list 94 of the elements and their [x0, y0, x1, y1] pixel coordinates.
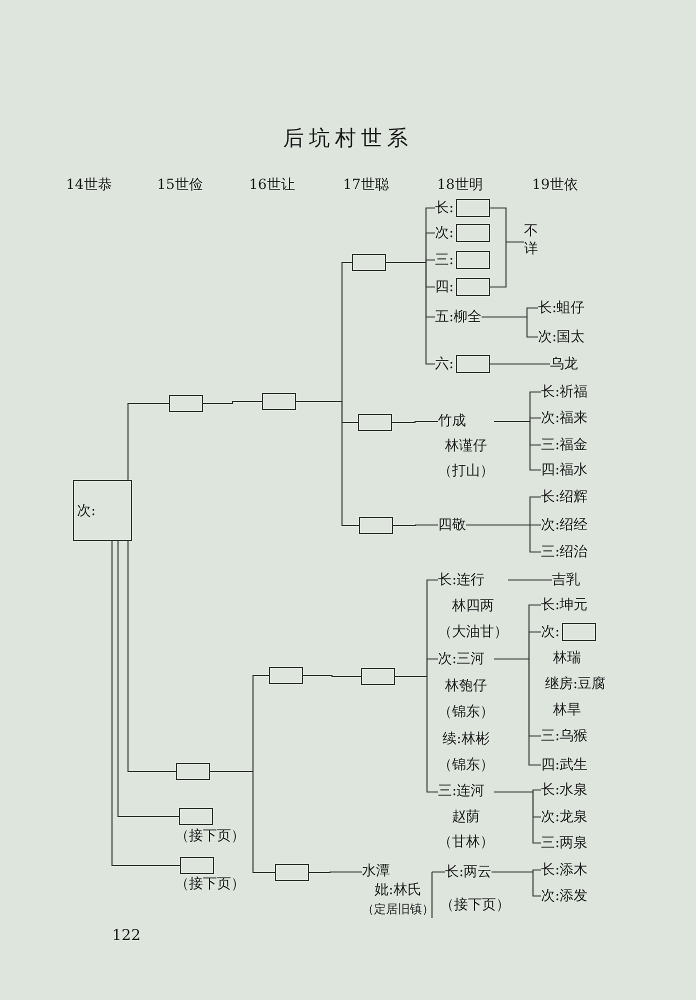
connector-line [466, 524, 541, 553]
connector-line [492, 871, 541, 897]
person-box: 次: [73, 480, 132, 541]
connector-line [309, 871, 362, 874]
person-name: 乌龙 [550, 354, 578, 374]
empty-name-box [262, 393, 296, 410]
note-text: 林瑞 [553, 649, 581, 668]
person-name: （锦东） [438, 703, 494, 722]
generation-label: 四: [435, 278, 454, 297]
connector-line [111, 541, 180, 866]
connector-line [392, 420, 438, 424]
connector-line [490, 363, 550, 365]
person-name: 次:三河 [438, 650, 485, 669]
connector-line [393, 524, 438, 526]
column-header: 18世明 [437, 176, 483, 194]
empty-name-box [180, 857, 214, 874]
person-name: 次:国太 [538, 327, 585, 347]
column-header: 15世俭 [157, 176, 203, 194]
person-name: 次:福来 [541, 408, 588, 428]
connector-line [494, 791, 541, 844]
person-name: 五:柳全 [435, 307, 482, 327]
empty-name-box [359, 517, 393, 534]
connector-line [482, 316, 538, 338]
empty-name-box [352, 254, 386, 271]
page-number: 122 [112, 926, 141, 944]
person-name: 长:连行 [438, 571, 485, 590]
connector-line [203, 400, 262, 404]
person-name: 赵荫 [452, 808, 480, 826]
connector-line [494, 420, 541, 471]
connector-line [508, 579, 552, 581]
person-name: 长:添木 [541, 860, 588, 880]
note-text: （接下页） [175, 875, 245, 894]
person-name: 续:林彬 [442, 730, 490, 748]
connector-line [127, 402, 169, 480]
person-name: 林四两 [452, 597, 494, 616]
person-name: 长:坤元 [541, 595, 588, 615]
generation-label: 六: [435, 355, 454, 374]
person-name: 长:绍辉 [541, 487, 588, 507]
title: 后坑村世系 [282, 125, 414, 152]
connector-line [296, 400, 359, 526]
column-header: 14世恭 [66, 176, 112, 194]
person-name: 三:连河 [438, 782, 485, 801]
connector-line [490, 241, 524, 288]
note-text: （接下页） [175, 827, 245, 846]
person-name: 三:绍治 [541, 542, 588, 562]
person-name: 次:绍经 [541, 515, 588, 535]
person-name: 四:武生 [541, 755, 588, 775]
person-name: 竹成 [438, 412, 466, 431]
person-name: 长:两云 [445, 862, 492, 882]
generation-label: 次: [541, 623, 560, 642]
note-text: 继房:豆腐 [545, 675, 606, 694]
connector-line [210, 770, 275, 874]
person-name: 三:乌猴 [541, 726, 588, 746]
person-name: 长:水泉 [541, 780, 588, 800]
connector-line [395, 676, 438, 793]
column-header: 17世聪 [343, 176, 389, 194]
empty-name-box [169, 395, 203, 412]
person-name: （打山） [438, 462, 494, 481]
person-name: （定居旧镇） [362, 901, 434, 918]
empty-name-box [176, 763, 210, 780]
column-header: 16世让 [249, 176, 295, 194]
person-name: 四敬 [438, 515, 466, 535]
empty-name-box [275, 864, 309, 881]
connector-line [303, 674, 361, 678]
note-text: 不详 [524, 222, 538, 258]
empty-name-box [269, 667, 303, 684]
generation-label: 次: [435, 224, 454, 243]
person-name: 林匏仔 [445, 676, 487, 696]
person-name: 妣:林氏 [374, 881, 422, 900]
empty-name-box [361, 668, 395, 685]
empty-name-box [179, 808, 213, 825]
empty-name-box [358, 414, 392, 431]
person-name: 次:龙泉 [541, 807, 588, 827]
person-name: 长:蛆仔 [538, 298, 585, 318]
note-text: 林旱 [553, 701, 581, 720]
generation-label: 三: [435, 251, 454, 270]
person-name: 水潭 [362, 862, 390, 881]
person-name: 吉乳 [552, 570, 580, 590]
connector-line [127, 541, 176, 772]
person-name: 三:两泉 [541, 833, 588, 853]
connector-line [386, 262, 435, 365]
person-name: 四:福水 [541, 460, 588, 480]
person-name: 三:福金 [541, 435, 588, 455]
person-name: （甘林） [438, 833, 494, 852]
note-text: （接下页） [440, 896, 510, 915]
person-name: （锦东） [438, 756, 494, 775]
person-name: 次:添发 [541, 886, 588, 906]
connector-line [431, 871, 445, 873]
generation-label: 长: [435, 199, 454, 218]
column-header: 19世依 [532, 176, 578, 194]
person-name: 林谨仔 [445, 437, 487, 456]
person-name: 长:祈福 [541, 382, 588, 402]
person-name: （大油甘） [438, 623, 508, 642]
connector-line [117, 541, 179, 818]
